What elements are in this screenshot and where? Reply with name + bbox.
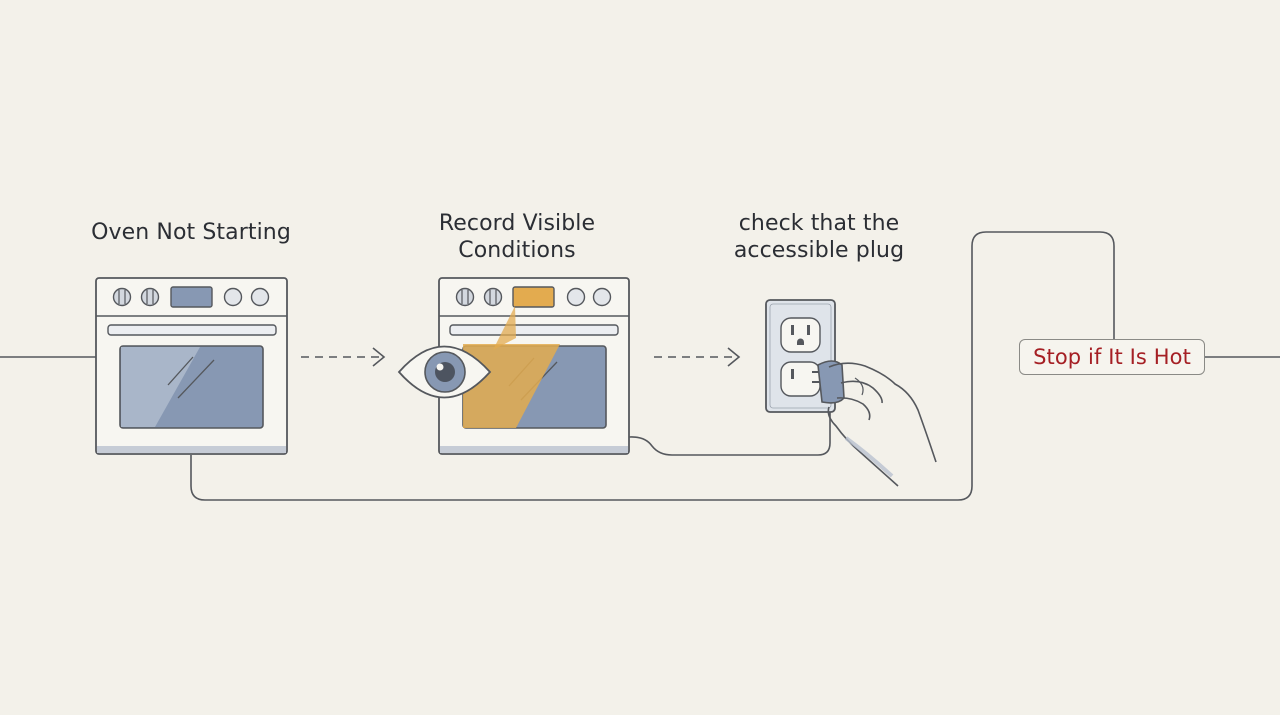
highlight-beam — [493, 306, 516, 350]
stop-if-hot-box: Stop if It Is Hot — [1019, 339, 1205, 375]
oven-knob — [483, 287, 503, 307]
step-label-line: check that the — [738, 211, 900, 236]
stop-if-hot-label: Stop if It Is Hot — [1033, 345, 1191, 369]
eye-icon — [397, 345, 492, 399]
step-label-line: Record Visible — [438, 211, 596, 236]
oven-display — [512, 286, 555, 308]
step-label-oven-not-starting: Oven Not Starting — [66, 219, 316, 246]
bypass-connector — [190, 231, 1115, 501]
hand-plug-icon — [812, 360, 937, 487]
oven-knob — [112, 287, 132, 307]
wall-outlet-icon — [765, 299, 836, 413]
oven-handle — [449, 324, 619, 336]
step-label-line: accessible plug — [733, 238, 905, 263]
oven-display — [170, 286, 213, 308]
oven-handle — [107, 324, 277, 336]
oven-knob — [140, 287, 160, 307]
oven-knob — [455, 287, 475, 307]
oven-icon — [95, 277, 288, 455]
oven-icon — [438, 277, 630, 455]
dashed-arrow-icon — [654, 347, 741, 367]
step-label-record-visible-conditions: Record Visible Conditions — [392, 210, 642, 264]
step-label-check-plug: check that the accessible plug — [694, 210, 944, 264]
step-label-line: Oven Not Starting — [91, 220, 291, 245]
highlight-beam — [463, 344, 560, 428]
dashed-arrow-icon — [301, 347, 386, 367]
oven-to-outlet-connector — [628, 410, 831, 456]
step-label-line: Conditions — [458, 238, 576, 263]
